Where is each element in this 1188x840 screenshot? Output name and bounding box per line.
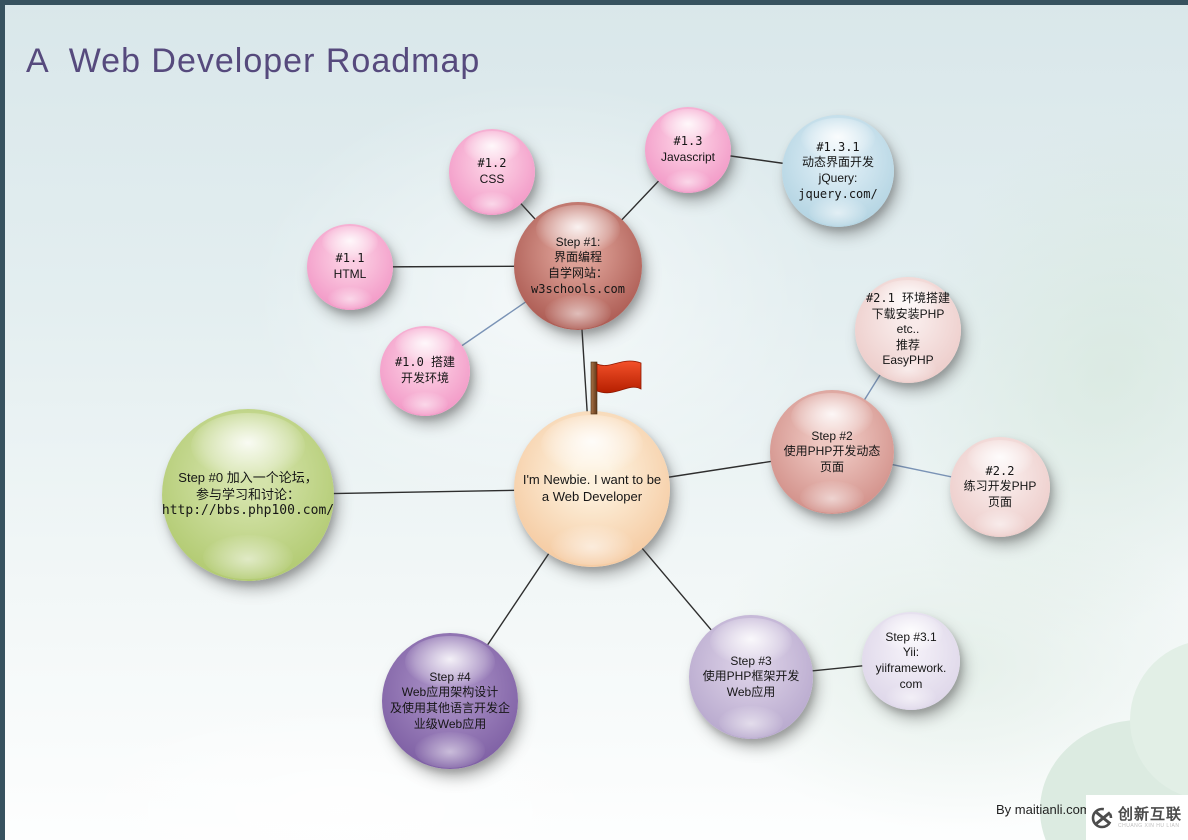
node-env-label: #1.0 搭建开发环境 [394,355,456,385]
node-env: #1.0 搭建开发环境 [380,326,470,416]
page-title: A Web Developer Roadmap [26,42,481,80]
logo-subtext: CHUANG XIN HU LIAN [1118,822,1180,829]
node-step1: Step #1:界面编程自学网站：w3schools.com [514,202,642,330]
node-step1-label: Step #1:界面编程自学网站：w3schools.com [531,234,625,296]
logo-circle-x-icon [1091,807,1113,828]
logo: 创新互联 CHUANG XIN HU LIAN [1086,795,1188,840]
node-step0-label: Step #0 加入一个论坛，参与学习和讨论：http://bbs.php100… [161,469,335,519]
milestone-flag-icon [590,360,642,415]
logo-name: 创新互联 [1118,805,1183,823]
node-step0: Step #0 加入一个论坛，参与学习和讨论：http://bbs.php100… [162,409,334,581]
credit-text: By maitianli.com [996,802,1091,817]
